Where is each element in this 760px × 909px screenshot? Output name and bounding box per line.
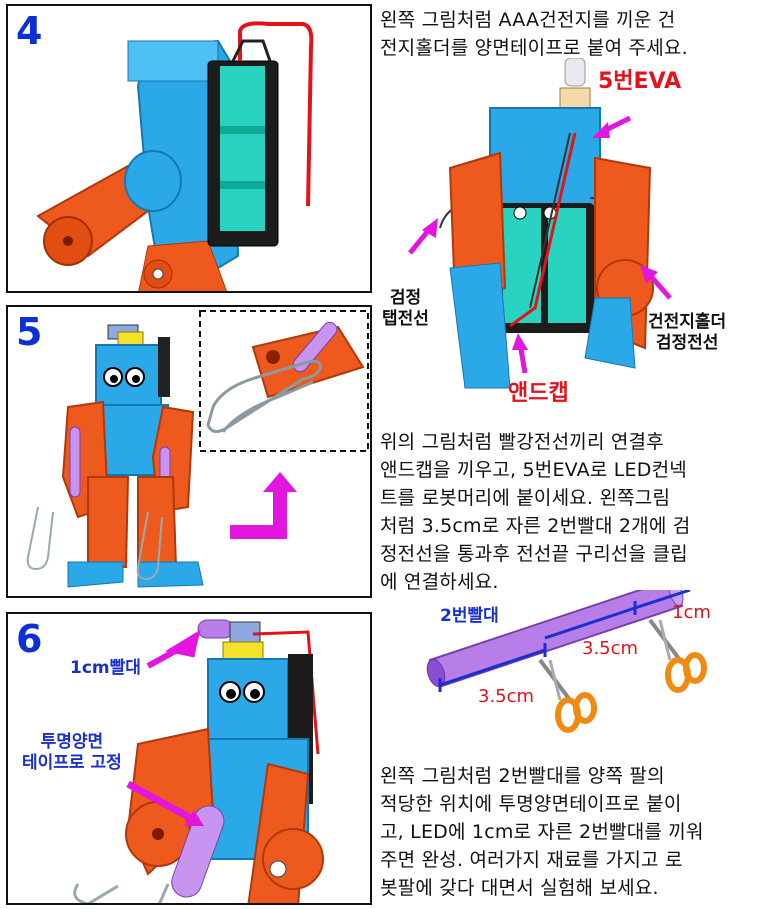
label-length-b: 3.5cm [582, 638, 639, 659]
straw-cut-diagram [426, 590, 707, 733]
label-black-tab-wire: 검정 탭전선 [382, 288, 429, 330]
step6-illustration [73, 619, 324, 903]
step6-panel: 6 1cm빨대 투명양면 테이프로 고정 [6, 612, 372, 905]
step4-illustration [36, 21, 314, 291]
step5-illustration [26, 310, 369, 588]
label-tape-fix: 투명양면 테이프로 고정 [22, 732, 122, 774]
label-length-a: 3.5cm [478, 686, 535, 707]
step4-number: 4 [16, 9, 43, 53]
label-straw2: 2번빨대 [440, 606, 499, 626]
wiring-illustration [408, 58, 672, 389]
label-straw-1cm: 1cm빨대 [70, 658, 141, 678]
step5-number: 5 [16, 310, 43, 354]
step5-panel: 5 [6, 305, 372, 598]
label-eva5: 5번EVA [598, 69, 682, 94]
label-holder-black-wire: 건전지홀더 검정전선 [648, 312, 727, 354]
paragraph-2: 위의 그림처럼 빨강전선끼리 연결후 앤드캡을 끼우고, 5번EVA로 LED컨… [380, 431, 691, 593]
label-end-cap: 앤드캡 [508, 381, 569, 406]
scissors-icon-2 [648, 618, 707, 693]
step4-panel: 4 [6, 4, 372, 293]
label-length-c: 1cm [672, 602, 711, 623]
paragraph-3: 왼쪽 그림처럼 2번빨대를 양쪽 팔의 적당한 위치에 투명양면테이프로 붙이 … [380, 765, 704, 899]
scissors-icon-1 [538, 658, 597, 733]
paragraph-1: 왼쪽 그림처럼 AAA건전지를 끼운 건 전지홀더를 양면테이프로 붙여 주세요… [380, 9, 688, 59]
step6-number: 6 [16, 617, 43, 661]
